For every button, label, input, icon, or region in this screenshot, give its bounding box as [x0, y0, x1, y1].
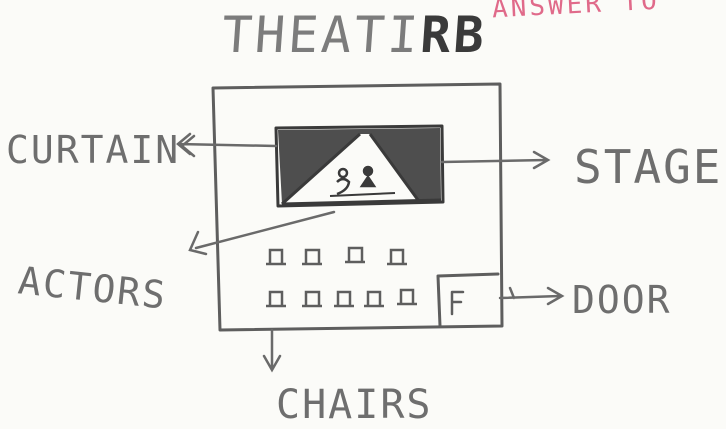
curtain-fill: [278, 128, 441, 204]
door-arrow: [500, 288, 562, 304]
chairs-label: CHAIRS: [276, 382, 433, 428]
chairs-rows: [266, 248, 417, 306]
curtain-arrow: [178, 134, 276, 156]
actors-arrow: [190, 212, 334, 254]
door-label: DOOR: [572, 278, 672, 322]
stage-arrow: [442, 152, 548, 168]
stage-label: STAGE: [574, 140, 722, 194]
door-shape: [438, 274, 498, 326]
actors-figures: [330, 167, 395, 196]
chairs-arrow: [264, 330, 280, 370]
curtain-label: CURTAIN: [6, 128, 180, 172]
